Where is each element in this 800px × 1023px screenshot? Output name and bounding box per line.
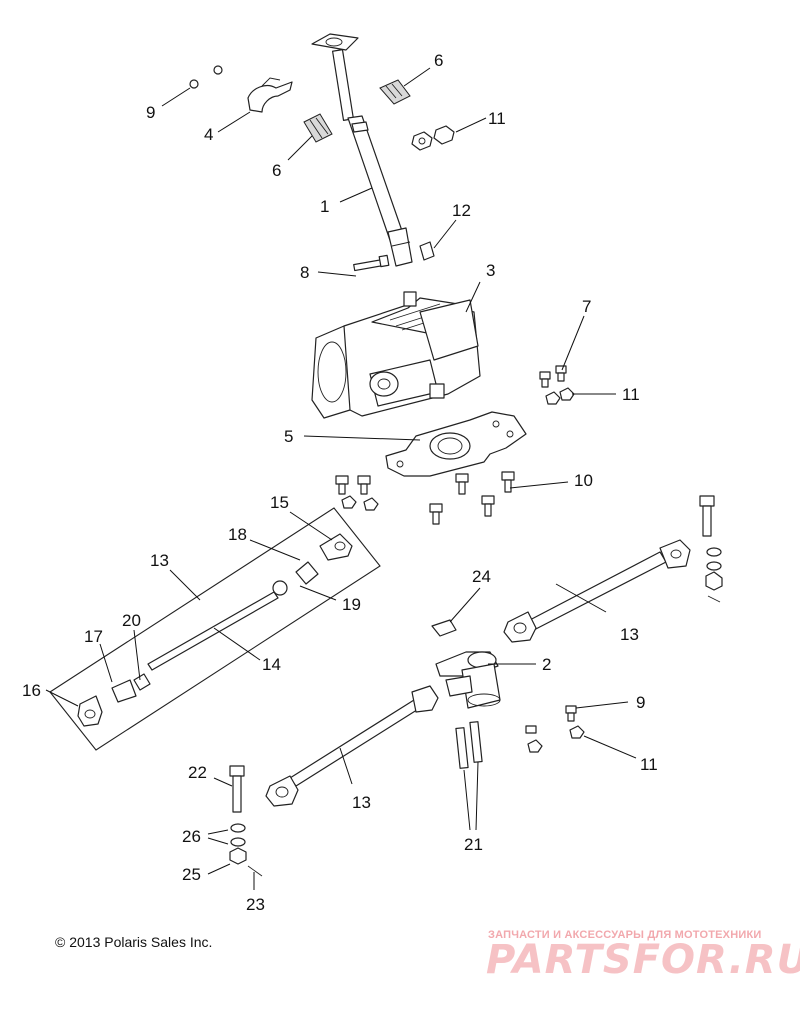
plate-bolts bbox=[335, 471, 515, 525]
hardware-lower bbox=[229, 705, 585, 877]
callout-5: 5 bbox=[284, 427, 293, 446]
steering-gearbox bbox=[311, 291, 481, 419]
callout-6-upper: 6 bbox=[434, 51, 443, 70]
callout-15: 15 bbox=[270, 493, 289, 512]
pinch-bolt bbox=[353, 241, 435, 272]
callout-21: 21 bbox=[464, 835, 483, 854]
callout-26: 26 bbox=[182, 827, 201, 846]
callout-11-lower: 11 bbox=[640, 755, 658, 774]
callout-17: 17 bbox=[84, 627, 103, 646]
callout-3: 3 bbox=[486, 261, 495, 280]
column-clamp bbox=[189, 65, 293, 113]
bolts-mid bbox=[539, 365, 575, 405]
tie-rod-lower bbox=[265, 685, 439, 807]
callout-20: 20 bbox=[122, 611, 141, 630]
leader-lines bbox=[45, 67, 637, 890]
callout-9-lower: 9 bbox=[636, 693, 645, 712]
callout-6-lower: 6 bbox=[272, 161, 281, 180]
callout-10: 10 bbox=[574, 471, 593, 490]
callout-2: 2 bbox=[542, 655, 551, 674]
callout-labels: 1 2 3 4 5 6 6 7 8 9 9 10 11 11 11 12 13 … bbox=[22, 51, 658, 914]
callout-22: 22 bbox=[188, 763, 207, 782]
callout-8: 8 bbox=[300, 263, 309, 282]
callout-24: 24 bbox=[472, 567, 491, 586]
callout-11-mid: 11 bbox=[622, 385, 640, 404]
steering-column bbox=[311, 33, 413, 267]
callout-7: 7 bbox=[582, 297, 591, 316]
nut-top bbox=[411, 125, 455, 151]
callout-16: 16 bbox=[22, 681, 41, 700]
callout-13-kit: 13 bbox=[150, 551, 169, 570]
callout-1: 1 bbox=[320, 197, 329, 216]
callout-13-lower: 13 bbox=[352, 793, 371, 812]
callout-18: 18 bbox=[228, 525, 247, 544]
callout-9-upper: 9 bbox=[146, 103, 155, 122]
tie-rod-right bbox=[503, 495, 723, 643]
tie-rod-kit-frame bbox=[49, 507, 381, 751]
callout-14: 14 bbox=[262, 655, 281, 674]
callout-23: 23 bbox=[246, 895, 265, 914]
mounting-plate bbox=[385, 411, 527, 477]
callout-11-top: 11 bbox=[488, 109, 506, 128]
copyright-notice: © 2013 Polaris Sales Inc. bbox=[55, 934, 213, 950]
callout-13-right: 13 bbox=[620, 625, 639, 644]
callout-12: 12 bbox=[452, 201, 471, 220]
pitman-arm bbox=[431, 619, 501, 709]
callout-25: 25 bbox=[182, 865, 201, 884]
callout-4: 4 bbox=[204, 125, 213, 144]
watermark-tagline: ЗАПЧАСТИ И АКСЕССУАРЫ ДЛЯ МОТОТЕХНИКИ bbox=[488, 929, 762, 941]
watermark-brand: PARTSFOR.RU bbox=[486, 937, 800, 983]
column-bushings bbox=[303, 79, 411, 143]
callout-19: 19 bbox=[342, 595, 361, 614]
